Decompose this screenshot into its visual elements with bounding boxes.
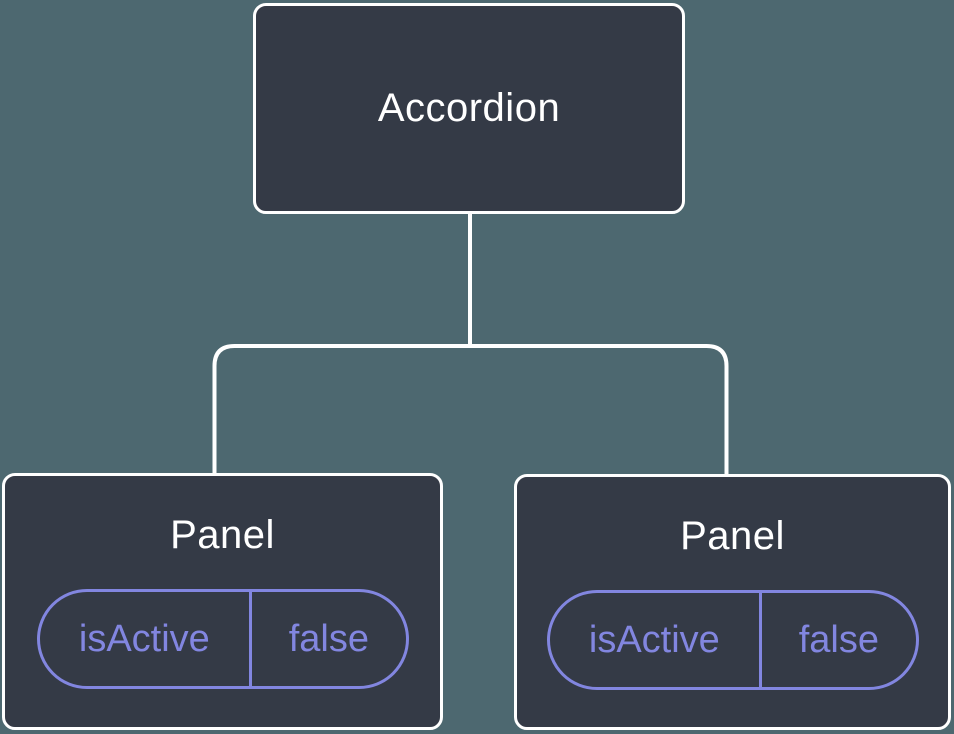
connector-branch bbox=[212, 344, 729, 479]
tree-node-accordion: Accordion bbox=[253, 3, 685, 214]
tree-node-panel-2: Panel isActive false bbox=[514, 474, 951, 730]
tree-node-panel-1: Panel isActive false bbox=[2, 473, 443, 730]
panel-2-label: Panel bbox=[680, 514, 785, 558]
accordion-node-label: Accordion bbox=[377, 86, 561, 130]
panel-2-state-badge: isActive false bbox=[546, 590, 919, 690]
panel-2-state-value: false bbox=[759, 593, 915, 687]
panel-1-state-value: false bbox=[249, 592, 405, 686]
panel-1-state-name: isActive bbox=[78, 617, 210, 660]
panel-1-label: Panel bbox=[170, 513, 275, 557]
panel-1-state-badge: isActive false bbox=[36, 589, 409, 689]
panel-2-state-name: isActive bbox=[588, 618, 720, 661]
